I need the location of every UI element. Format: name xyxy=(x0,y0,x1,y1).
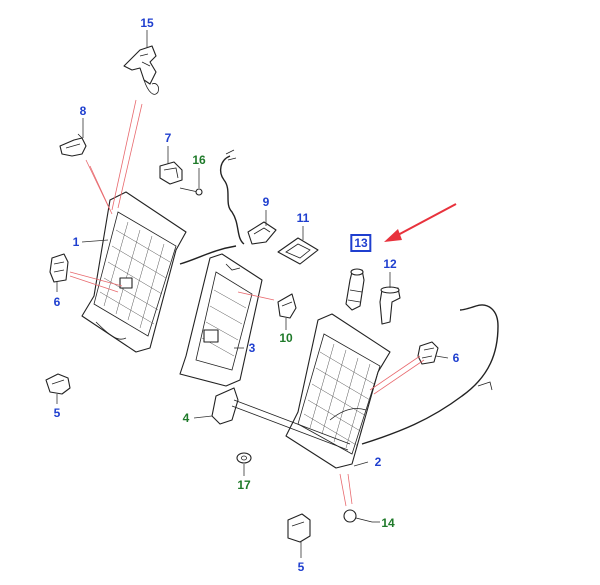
callout-1: 1 xyxy=(72,235,80,249)
part-9-pad xyxy=(247,221,277,245)
part-13-pin xyxy=(345,268,365,311)
leader-lines xyxy=(56,30,449,558)
callout-14: 14 xyxy=(381,516,395,530)
callout-10: 10 xyxy=(279,331,293,345)
part-12-fastener xyxy=(379,286,401,325)
callout-17: 17 xyxy=(237,478,251,492)
part-15-latch xyxy=(123,45,159,95)
part-2-cable xyxy=(361,304,499,445)
part-16-bolt xyxy=(179,149,245,245)
part-17-washer xyxy=(236,452,252,464)
part-6-right-clip xyxy=(417,341,439,365)
callout-3: 3 xyxy=(248,341,256,355)
callout-2: 2 xyxy=(374,455,382,469)
part-14-bolt xyxy=(343,509,373,523)
part-10-bracket xyxy=(277,293,297,319)
callout-6-right: 6 xyxy=(452,351,460,365)
callout-5-bottom: 5 xyxy=(297,560,305,574)
part-3-center-frame xyxy=(179,253,263,387)
part-2-right-seatback-frame xyxy=(285,313,391,469)
callout-4: 4 xyxy=(182,411,190,425)
callout-13: 13 xyxy=(350,234,372,252)
callout-7: 7 xyxy=(164,131,172,145)
part-11-cover xyxy=(277,237,319,265)
highlight-arrow xyxy=(384,203,457,242)
part-5-bottom-clip xyxy=(287,513,311,543)
part-8-latch-cover xyxy=(59,133,87,157)
leader-lines-red xyxy=(69,99,425,507)
part-1-left-seatback-frame xyxy=(81,191,237,353)
callout-16: 16 xyxy=(192,153,206,167)
callout-12: 12 xyxy=(383,257,397,271)
callout-5-left: 5 xyxy=(53,406,61,420)
part-5-left-clip xyxy=(45,373,71,395)
part-7-bracket xyxy=(159,161,183,185)
part-4-pivot-bracket xyxy=(211,387,351,451)
callout-6-left: 6 xyxy=(53,295,61,309)
callout-8: 8 xyxy=(79,104,87,118)
part-6-left-clip xyxy=(49,253,69,283)
callout-11: 11 xyxy=(296,211,310,225)
callout-15: 15 xyxy=(140,16,154,30)
callout-9: 9 xyxy=(262,195,270,209)
